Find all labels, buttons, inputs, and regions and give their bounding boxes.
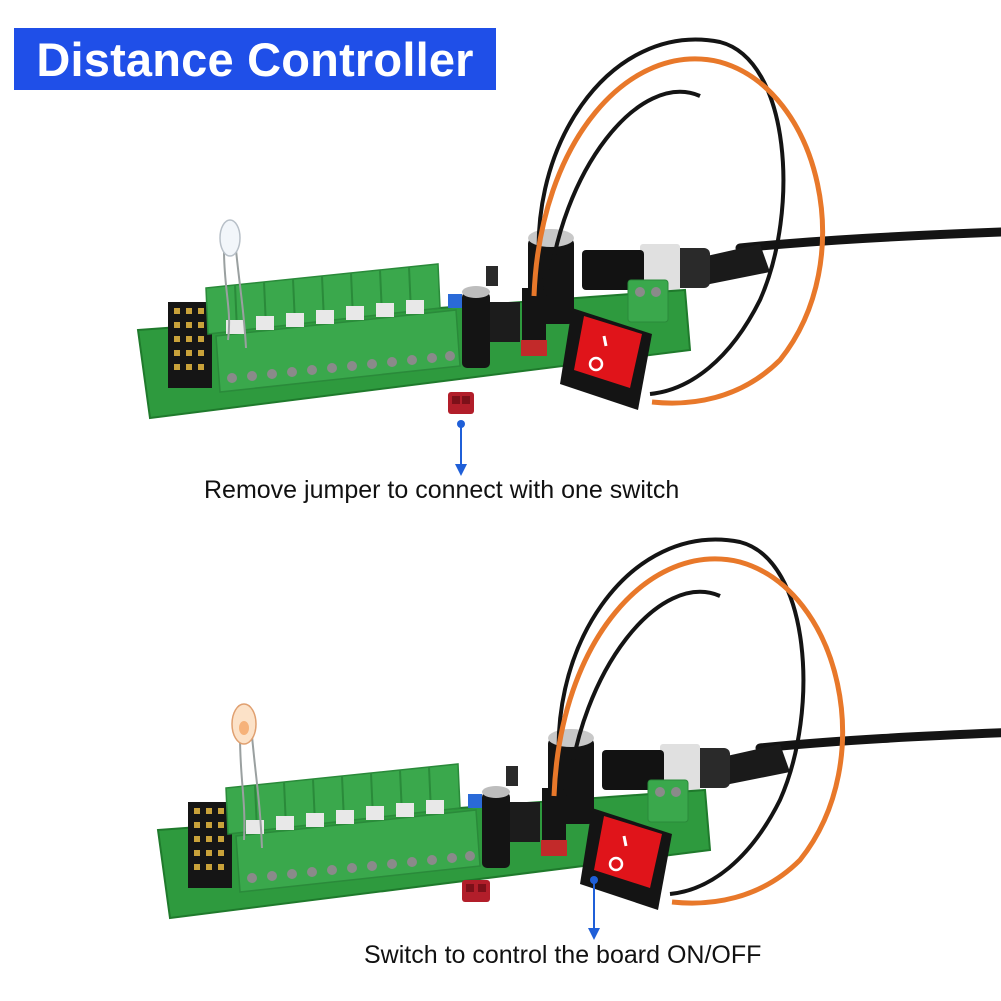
bulb-icon	[219, 219, 247, 349]
panel-top: Remove jumper to connect with one switch	[0, 0, 1001, 504]
caption-top: Remove jumper to connect with one switch	[204, 476, 680, 504]
board-photo-top	[0, 0, 1001, 476]
arrow-down-icon	[588, 876, 600, 940]
jumper-icon	[462, 880, 490, 902]
arrow-down-icon	[455, 420, 467, 476]
bulb-lit-icon	[231, 703, 263, 849]
page-title: Distance Controller	[36, 32, 474, 86]
title-banner: Distance Controller	[14, 28, 496, 90]
caption-bottom: Switch to control the board ON/OFF	[364, 941, 762, 969]
board-photo-bottom	[0, 500, 1001, 940]
jumper-icon	[448, 392, 474, 414]
panel-bottom: Switch to control the board ON/OFF	[0, 500, 1001, 1000]
